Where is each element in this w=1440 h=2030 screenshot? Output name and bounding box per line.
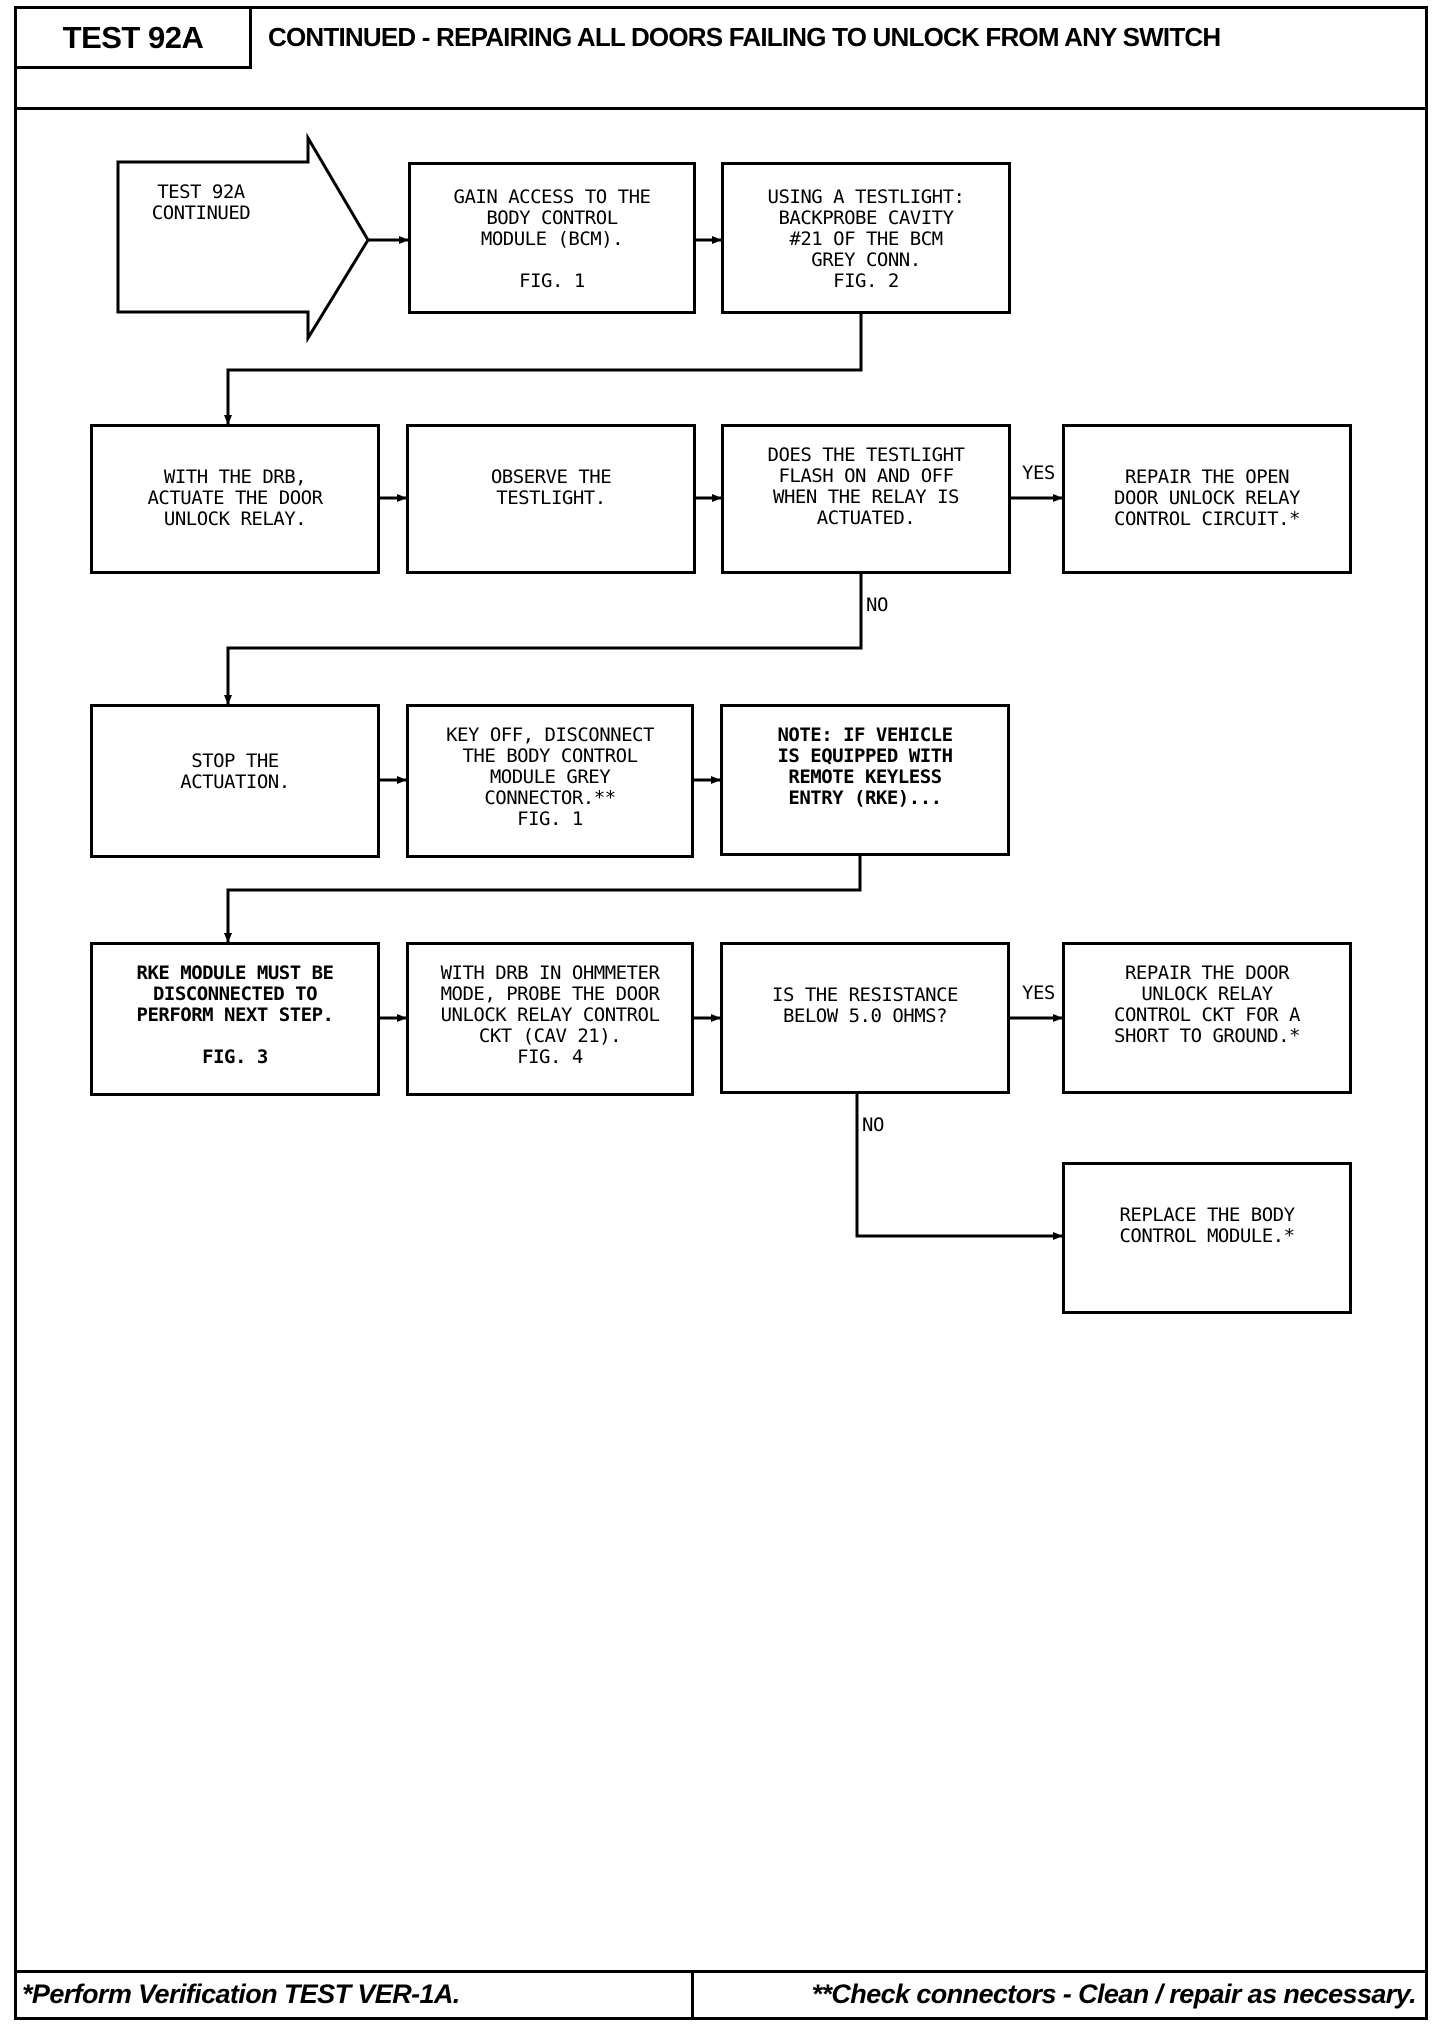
step-gain-access: GAIN ACCESS TO THE BODY CONTROL MODULE (… bbox=[408, 162, 696, 314]
no-label-resistance: NO bbox=[862, 1114, 884, 1136]
arrow-note-to-rke bbox=[224, 856, 862, 943]
start-arrow-shape bbox=[116, 132, 370, 344]
step-stop-actuation: STOP THE ACTUATION. bbox=[90, 704, 380, 858]
decision-resistance: IS THE RESISTANCE BELOW 5.0 OHMS? bbox=[720, 942, 1010, 1094]
arrow-testlight-to-actuate bbox=[224, 314, 863, 425]
page-title: CONTINUED - REPAIRING ALL DOORS FAILING … bbox=[268, 22, 1221, 52]
step-repair-open-circuit: REPAIR THE OPEN DOOR UNLOCK RELAY CONTRO… bbox=[1062, 424, 1352, 574]
step-ohmmeter-probe: WITH DRB IN OHMMETER MODE, PROBE THE DOO… bbox=[406, 942, 694, 1096]
footer-note-connectors: **Check connectors - Clean / repair as n… bbox=[811, 1978, 1417, 2009]
start-label: TEST 92A CONTINUED bbox=[151, 181, 251, 224]
no-label-flash: NO bbox=[866, 594, 888, 616]
yes-label-flash: YES bbox=[1022, 462, 1055, 484]
step-testlight: USING A TESTLIGHT: BACKPROBE CAVITY #21 … bbox=[721, 162, 1011, 314]
arrow-question-no bbox=[224, 572, 863, 705]
step-replace-bcm: REPLACE THE BODY CONTROL MODULE.* bbox=[1062, 1162, 1352, 1314]
step-key-off-disconnect: KEY OFF, DISCONNECT THE BODY CONTROL MOD… bbox=[406, 704, 694, 858]
footer-note-verification: *Perform Verification TEST VER-1A. bbox=[22, 1978, 460, 2009]
step-rke-disconnect: RKE MODULE MUST BE DISCONNECTED TO PERFO… bbox=[90, 942, 380, 1096]
step-observe-testlight: OBSERVE THE TESTLIGHT. bbox=[406, 424, 696, 574]
yes-label-resistance: YES bbox=[1022, 982, 1055, 1004]
footer-band bbox=[14, 1970, 1428, 2020]
step-actuate-relay: WITH THE DRB, ACTUATE THE DOOR UNLOCK RE… bbox=[90, 424, 380, 574]
step-repair-short: REPAIR THE DOOR UNLOCK RELAY CONTROL CKT… bbox=[1062, 942, 1352, 1094]
test-id: TEST 92A bbox=[14, 6, 252, 69]
note-rke: NOTE: IF VEHICLE IS EQUIPPED WITH REMOTE… bbox=[720, 704, 1010, 856]
arrow-resistance-no bbox=[855, 1094, 1063, 1240]
footer-divider bbox=[691, 1970, 694, 2020]
decision-testlight-flash: DOES THE TESTLIGHT FLASH ON AND OFF WHEN… bbox=[721, 424, 1011, 574]
